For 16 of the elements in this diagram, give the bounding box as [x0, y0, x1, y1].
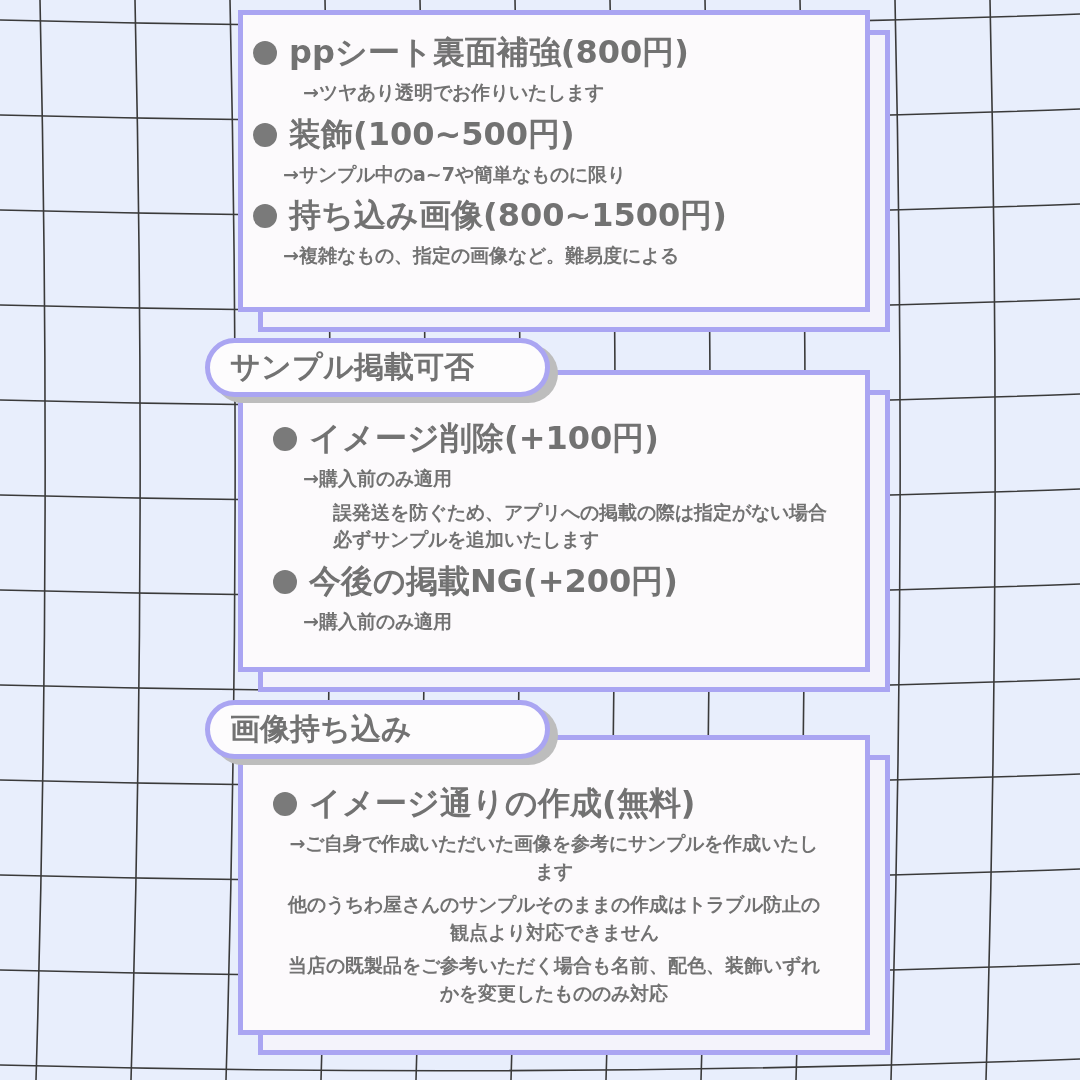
item-heading: イメージ削除(+100円) [309, 418, 659, 459]
item-note: →購入前のみ適用 [303, 608, 453, 634]
item-note: 他のうちわ屋さんのサンプルそのままの作成はトラブル防止の観点より対応できません [286, 892, 821, 945]
info-card [238, 10, 870, 312]
item-note: →ご自身で作成いただいた画像を参考にサンプルを作成いたします [288, 831, 820, 884]
item-heading: 装飾(100~500円) [289, 113, 575, 155]
item-note: →サンプル中のa~7や簡単なものに限り [283, 161, 627, 187]
item-heading: イメージ通りの作成(無料) [309, 783, 696, 824]
item-note: 当店の既製品をご参考いただく場合も名前、配色、装飾いずれかを変更したもののみ対応 [287, 953, 821, 1006]
item-heading: 今後の掲載NG(+200円) [309, 560, 678, 602]
item-heading: ppシート裏面補強(800円) [289, 32, 689, 73]
item-note: →複雑なもの、指定の画像など。難易度による [283, 243, 680, 269]
item-note: →購入前のみ適用 [303, 466, 453, 491]
item-note: 誤発送を防ぐため、アプリへの掲載の際は指定がない場合必ずサンプルを追加いたします [333, 499, 828, 553]
item-note: →ツヤあり透明でお作りいたします [303, 80, 605, 105]
item-heading: 持ち込み画像(800~1500円) [289, 195, 727, 237]
